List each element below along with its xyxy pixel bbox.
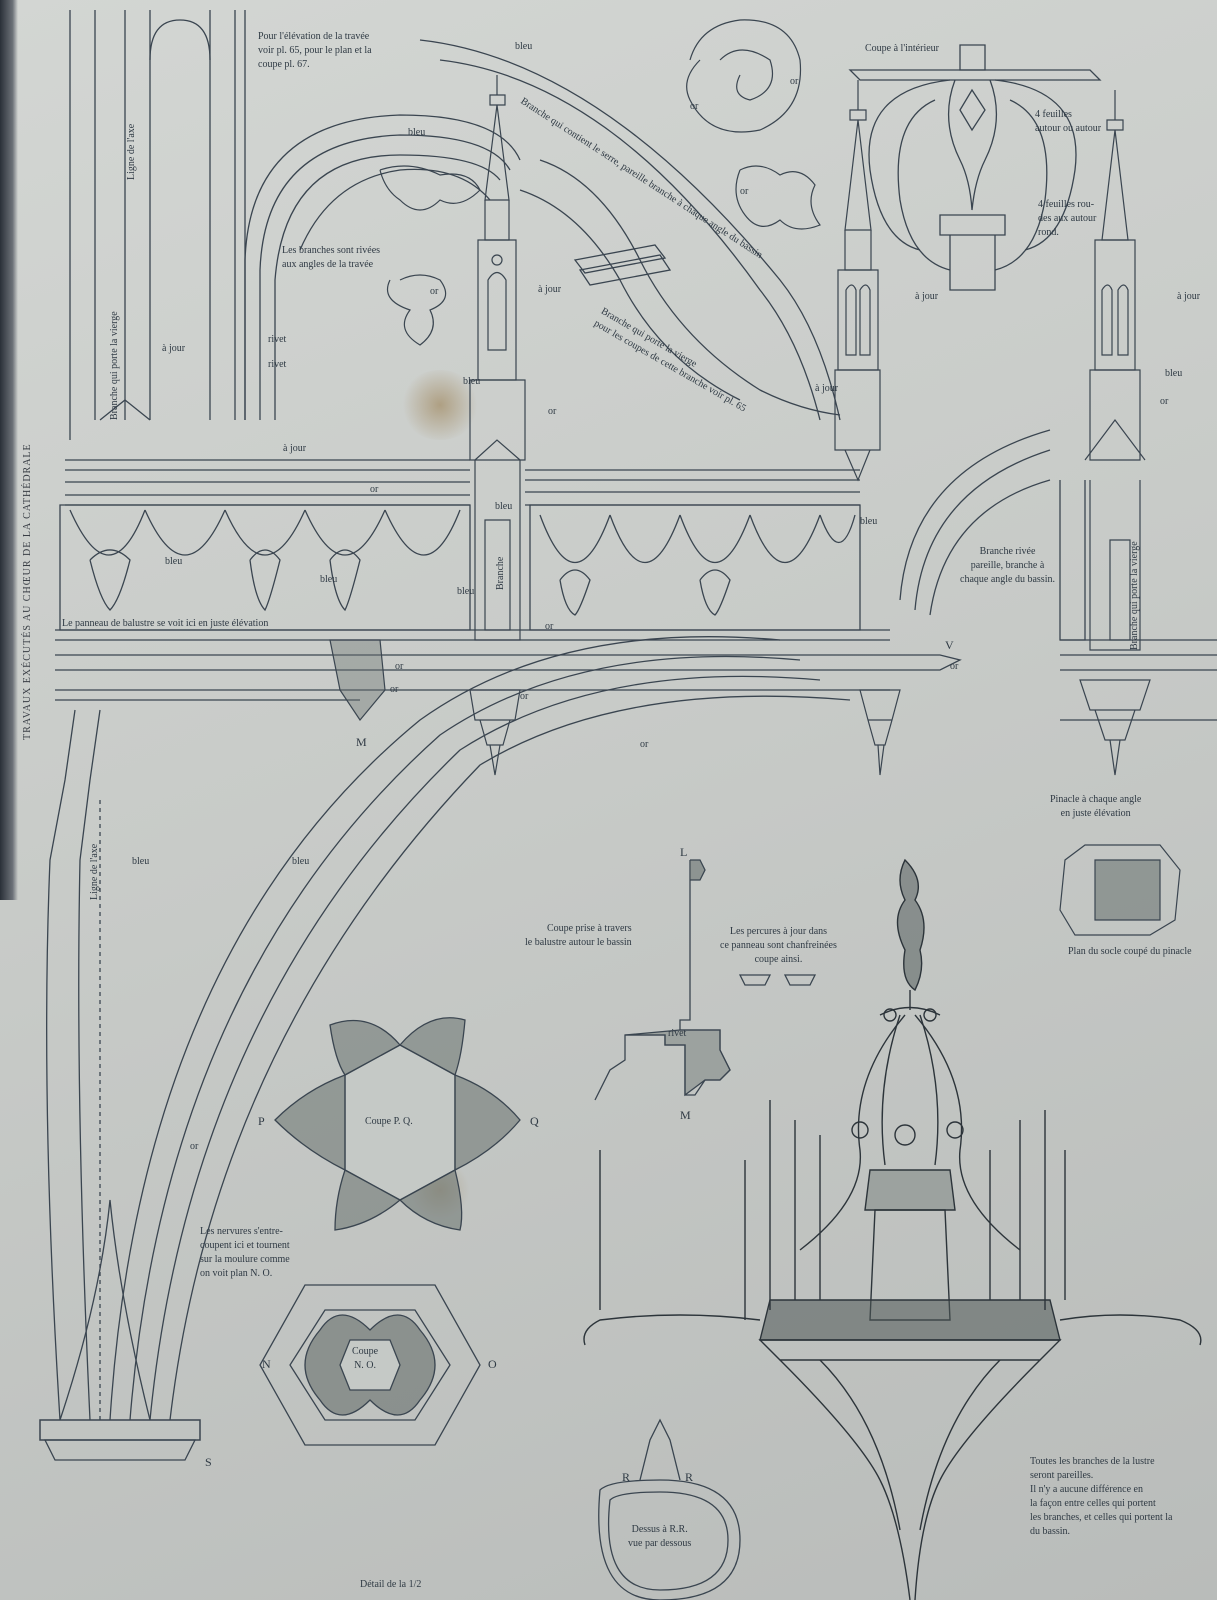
- label-ligne-axe-top: Ligne de l'axe: [126, 123, 137, 180]
- pinnacle-right: [834, 80, 881, 482]
- ref-letter-p: P: [258, 1114, 265, 1128]
- label-bleu: bleu: [463, 376, 481, 387]
- foxing-stain: [400, 370, 480, 440]
- label-branche-vierge-right: Branche qui porte la vierge: [1129, 541, 1140, 650]
- label-bleu: bleu: [292, 856, 310, 867]
- note-branche-rivee-right: Branche rivée pareille, branche à chaque…: [960, 546, 1055, 585]
- label-bleu: bleu: [408, 127, 426, 138]
- label-or: or: [640, 739, 649, 750]
- ref-letter-m: M: [356, 735, 367, 749]
- pendants: [329, 639, 1151, 776]
- label-bleu: bleu: [860, 516, 878, 527]
- note-coupe-balustre: Coupe prise à travers le balustre autour…: [525, 923, 632, 948]
- note-nervures: Les nervures s'entre- coupent ici et tou…: [200, 1226, 290, 1279]
- label-a-jour: à jour: [538, 284, 562, 295]
- label-or: or: [740, 186, 749, 197]
- note-branches-rivees: Les branches sont rivées aux angles de l…: [282, 245, 381, 270]
- note-feuilles-1: 4 feuilles autour ou autour: [1035, 109, 1102, 134]
- label-or: or: [548, 406, 557, 417]
- label-bleu: bleu: [320, 574, 338, 585]
- label-branche-vierge-vertical: Branche qui porte la vierge: [109, 311, 120, 420]
- label-or: or: [545, 621, 554, 632]
- main-arch: [39, 636, 851, 1461]
- label-or: or: [370, 484, 379, 495]
- ref-letter-q: Q: [530, 1114, 539, 1128]
- label-rivet: rivet: [268, 334, 287, 345]
- section-balustre: [594, 859, 817, 1101]
- label-coupe-interieur: Coupe à l'intérieur: [865, 43, 939, 54]
- label-rivet: rivet: [668, 1028, 687, 1039]
- label-coupe-pq: Coupe P. Q.: [365, 1116, 413, 1127]
- label-or: or: [430, 286, 439, 297]
- label-or: or: [390, 684, 399, 695]
- label-bleu: bleu: [1165, 368, 1183, 379]
- note-feuilles-2: 4 feuilles rou- des aux autour rond.: [1038, 199, 1097, 238]
- note-dessus-rr: Dessus à R.R. vue par dessous: [628, 1524, 692, 1549]
- upper-arches: [244, 39, 841, 421]
- ref-letter-r: R: [685, 1470, 694, 1484]
- label-or: or: [690, 101, 699, 112]
- label-bleu: bleu: [165, 556, 183, 567]
- label-bleu: bleu: [495, 501, 513, 512]
- label-or: or: [520, 691, 529, 702]
- note-right-bottom: Toutes les branches de la lustre seront …: [1030, 1456, 1173, 1537]
- label-branche: Branche: [495, 556, 506, 590]
- label-bleu: bleu: [515, 41, 533, 52]
- note-percures: Les percures à jour dans ce panneau sont…: [720, 926, 837, 965]
- label-plan-socle: Plan du socle coupé du pinacle: [1068, 946, 1192, 957]
- label-bleu: bleu: [457, 586, 475, 597]
- ref-letter-v: V: [945, 638, 954, 652]
- note-pinacle: Pinacle à chaque angle en juste élévatio…: [1050, 794, 1142, 819]
- star-section-pq: [274, 1017, 521, 1231]
- label-a-jour: à jour: [162, 343, 186, 354]
- label-or: or: [190, 1141, 199, 1152]
- label-a-jour: à jour: [283, 443, 307, 454]
- label-ligne-axe-left: Ligne de l'axe: [89, 843, 100, 900]
- label-coupe-no: Coupe N. O.: [352, 1346, 379, 1371]
- balustrade: [55, 459, 962, 701]
- ref-letter-l: L: [680, 845, 688, 859]
- ref-letter-n: N: [262, 1357, 271, 1371]
- hexagon-section-no: [259, 1284, 481, 1446]
- scan-edge-shadow: [0, 0, 18, 900]
- plaque-rr: [598, 1418, 741, 1600]
- ref-letter-s: S: [205, 1455, 212, 1469]
- label-rivet: rivet: [268, 359, 287, 370]
- ref-letter-r: R: [622, 1470, 631, 1484]
- note-bottom-detail: Détail de la 1/2: [360, 1579, 422, 1590]
- label-or: or: [950, 661, 959, 672]
- fleur-de-lis: [848, 44, 1102, 291]
- label-a-jour: à jour: [815, 383, 839, 394]
- pinnacle-plan: [1059, 844, 1181, 936]
- label-or: or: [790, 76, 799, 87]
- chandelier: [583, 858, 1202, 1600]
- right-arch-fragment: [899, 429, 1217, 721]
- label-or: or: [395, 661, 404, 672]
- note-panneau-balustre: Le panneau de balustre se voit ici en ju…: [62, 618, 269, 629]
- label-bleu: bleu: [132, 856, 150, 867]
- label-or: or: [1160, 396, 1169, 407]
- label-a-jour: à jour: [1177, 291, 1201, 302]
- left-pilaster: [69, 10, 246, 440]
- label-a-jour: à jour: [915, 291, 939, 302]
- ref-letter-o: O: [488, 1357, 497, 1371]
- note-elevation: Pour l'élévation de la travée voir pl. 6…: [258, 31, 372, 70]
- ref-letter-m: M: [680, 1108, 691, 1122]
- pinnacle-center: [469, 75, 526, 641]
- foliage-ornaments: [379, 19, 821, 346]
